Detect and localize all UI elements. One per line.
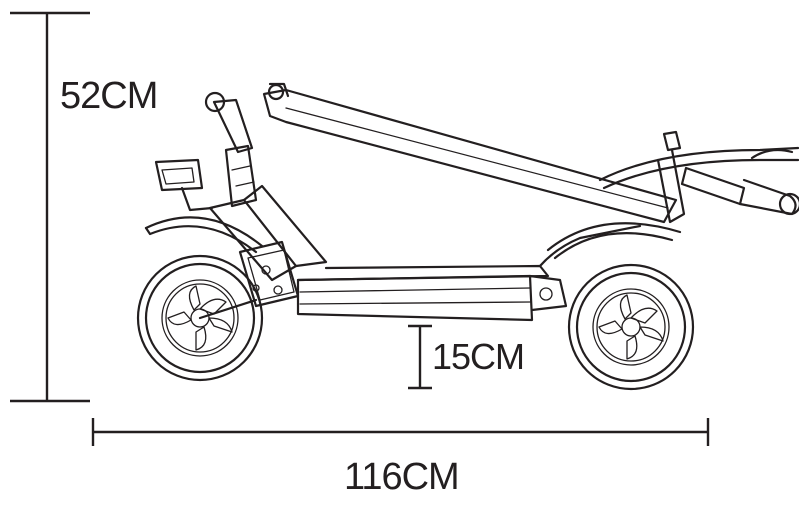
front-wheel bbox=[567, 263, 695, 391]
rear-tail-light bbox=[154, 158, 214, 212]
height-label: 52CM bbox=[60, 75, 158, 117]
rear-wheel bbox=[136, 254, 264, 382]
length-dimension-line bbox=[91, 418, 710, 446]
ground-clearance-label: 15CM bbox=[432, 336, 525, 377]
height-dimension-line bbox=[10, 11, 90, 403]
rear-fender bbox=[144, 216, 264, 254]
deck bbox=[296, 224, 642, 322]
rear-stem bbox=[204, 91, 328, 282]
handlebar bbox=[598, 130, 799, 224]
front-fender bbox=[546, 222, 682, 260]
clearance-dimension-line bbox=[408, 324, 432, 390]
folded-stem bbox=[262, 82, 678, 224]
length-label: 116CM bbox=[344, 456, 460, 498]
